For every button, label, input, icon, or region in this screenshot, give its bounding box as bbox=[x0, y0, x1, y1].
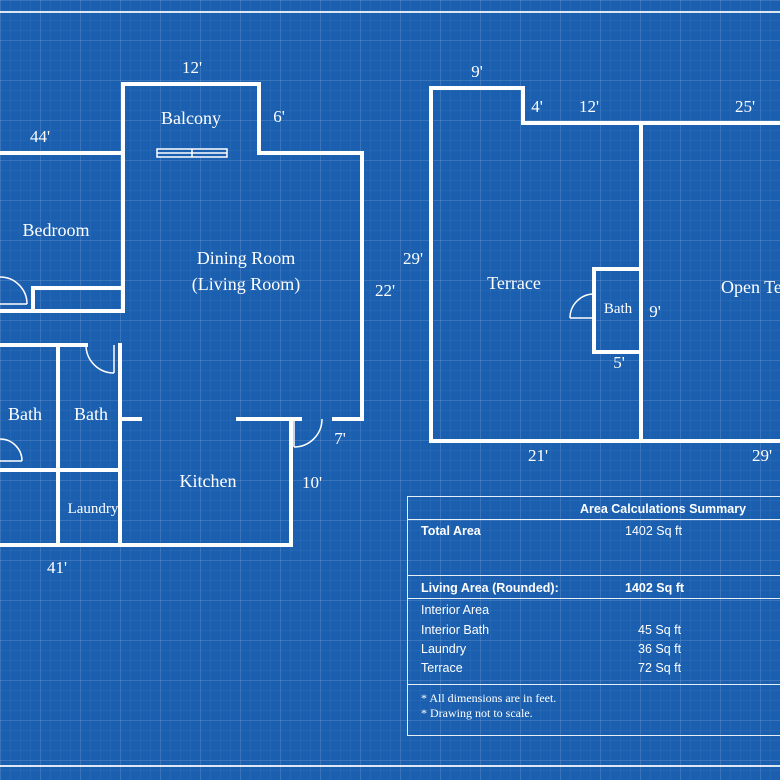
dimension-balcony-width: 12' bbox=[181, 58, 203, 77]
room-label-living-room: (Living Room) bbox=[191, 274, 301, 294]
top-border-line bbox=[0, 11, 780, 13]
summary-row-value: 45 Sq ft bbox=[638, 623, 682, 637]
dimension-bath-width: 5' bbox=[613, 353, 625, 372]
room-label-bath-1: Bath bbox=[8, 404, 42, 424]
right-plan-outer-wall bbox=[429, 86, 780, 443]
summary-row-value: 36 Sq ft bbox=[638, 642, 682, 656]
summary-title: Area Calculations Summary bbox=[580, 502, 747, 516]
summary-living-label: Living Area (Rounded): bbox=[421, 581, 559, 595]
dimension-step: 4' bbox=[531, 97, 543, 116]
dimension-bottom-right: 29' bbox=[751, 446, 773, 465]
summary-divider-4 bbox=[408, 684, 780, 685]
summary-row-label: Terrace bbox=[421, 661, 463, 675]
dimension-kitchen-side: 10' bbox=[301, 473, 323, 492]
dimension-top-width: 44' bbox=[29, 127, 51, 146]
room-label-terrace-bath: Bath bbox=[603, 301, 633, 317]
bedroom-closet-wall bbox=[0, 286, 125, 313]
room-label-terrace: Terrace bbox=[487, 273, 541, 293]
summary-divider-3 bbox=[408, 598, 780, 599]
area-summary-table: Area Calculations Summary Total Area 140… bbox=[407, 496, 780, 736]
summary-note: * All dimensions are in feet. bbox=[421, 691, 557, 705]
kitchen-door-swing bbox=[293, 418, 323, 448]
summary-row-label: Interior Bath bbox=[421, 623, 490, 637]
summary-living-value: 1402 Sq ft bbox=[625, 581, 685, 595]
bottom-border-line bbox=[0, 765, 780, 767]
dimension-balcony-depth: 6' bbox=[273, 107, 285, 126]
dimension-bath-height: 9' bbox=[649, 302, 661, 321]
room-label-bath-2: Bath bbox=[74, 404, 108, 424]
room-label-dining-room: Dining Room bbox=[196, 248, 296, 268]
terrace-bath-door-swing bbox=[569, 293, 595, 319]
summary-row-label: Interior Area bbox=[421, 603, 490, 617]
summary-total-label: Total Area bbox=[421, 524, 481, 538]
balcony-window bbox=[156, 148, 228, 158]
summary-total-value: 1402 Sq ft bbox=[625, 524, 682, 538]
dimension-left-height: 29' bbox=[402, 249, 424, 268]
dimension-right-height: 22' bbox=[374, 281, 396, 300]
left-plan-outer-wall-top bbox=[0, 82, 364, 421]
room-label-bedroom: Bedroom bbox=[22, 220, 90, 240]
dimension-top-left: 9' bbox=[471, 62, 483, 81]
bedroom-door-swing bbox=[0, 276, 28, 305]
dimension-top-right: 25' bbox=[734, 97, 756, 116]
room-label-kitchen: Kitchen bbox=[179, 471, 237, 491]
room-label-open-terrace: Open Te bbox=[721, 277, 780, 297]
room-label-balcony: Balcony bbox=[161, 108, 221, 128]
summary-row-value: 72 Sq ft bbox=[638, 661, 682, 675]
dimension-top-mid: 12' bbox=[578, 97, 600, 116]
summary-divider-1 bbox=[408, 519, 780, 520]
bath1-door-swing bbox=[0, 438, 23, 462]
dimension-bottom-left: 21' bbox=[527, 446, 549, 465]
terrace-bath-walls bbox=[592, 267, 643, 354]
dimension-bottom-width: 41' bbox=[46, 558, 68, 577]
summary-row-label: Laundry bbox=[421, 642, 467, 656]
room-label-laundry: Laundry bbox=[67, 501, 119, 517]
dimension-kitchen-notch: 7' bbox=[334, 429, 346, 448]
bath2-door-swing bbox=[85, 344, 115, 374]
summary-note: * Drawing not to scale. bbox=[421, 706, 533, 720]
summary-divider-2 bbox=[408, 575, 780, 576]
kitchen-walls bbox=[0, 417, 293, 547]
